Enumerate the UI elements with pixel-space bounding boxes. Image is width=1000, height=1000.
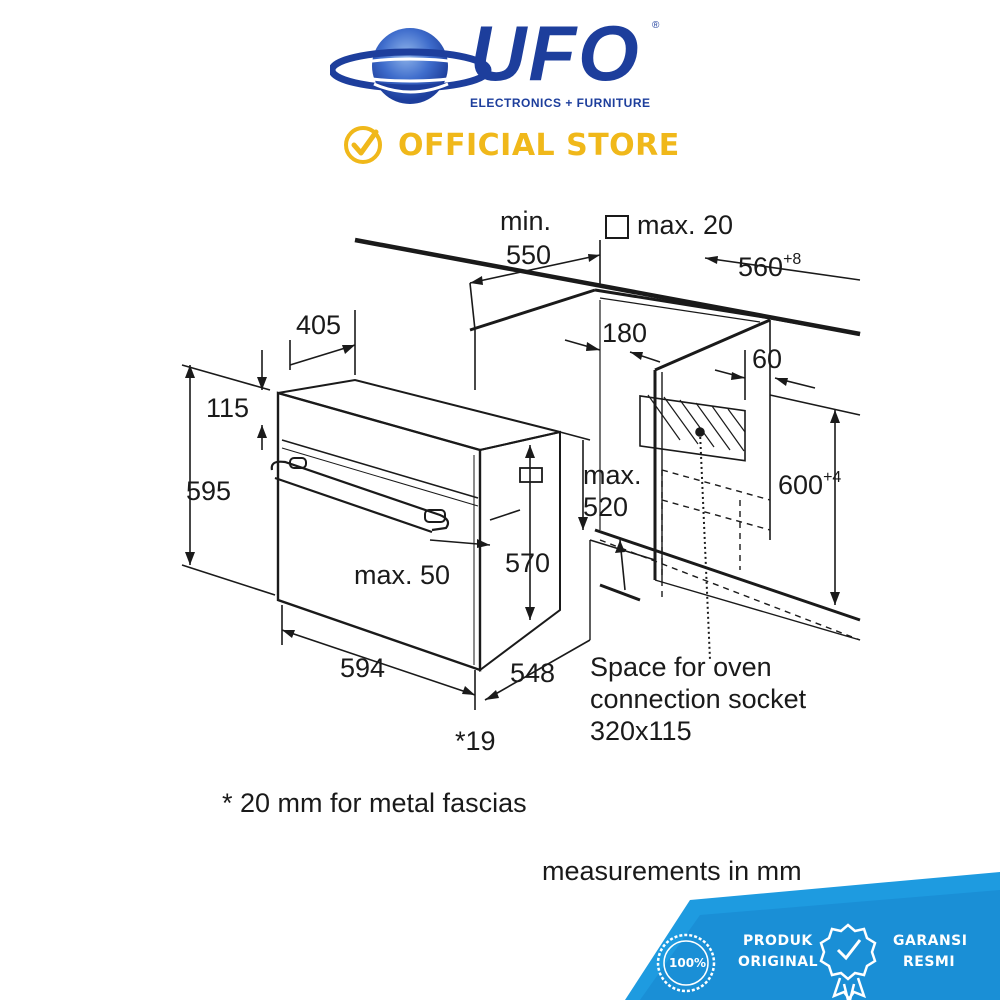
- produk-original-line2: ORIGINAL: [738, 954, 819, 970]
- units-note: measurements in mm: [542, 856, 802, 886]
- label-115: 115: [206, 393, 250, 423]
- label-520: 520: [583, 492, 629, 522]
- label-180: 180: [602, 318, 648, 348]
- check-circle-icon: [344, 126, 382, 164]
- label-max-20: max. 20: [637, 210, 734, 240]
- warranty-ribbon-icon: [819, 923, 877, 1000]
- label-570: 570: [505, 548, 551, 578]
- official-store-label: OFFICIAL STORE: [398, 127, 680, 163]
- label-594: 594: [340, 653, 386, 683]
- label-550: 550: [506, 240, 552, 270]
- footnote: * 20 mm for metal fascias: [222, 788, 527, 818]
- label-19: *19: [455, 726, 496, 756]
- socket-note-line1: Space for oven: [590, 652, 772, 682]
- hundred-percent-icon: [656, 933, 716, 993]
- produk-original-line1: PRODUK: [743, 933, 813, 949]
- label-max: max.: [583, 460, 642, 490]
- brand-name: UFO: [470, 9, 641, 97]
- socket-note-line2: connection socket: [590, 684, 807, 714]
- registered-mark: ®: [652, 20, 660, 31]
- garansi-resmi-line2: RESMI: [903, 954, 956, 970]
- label-600: 600+4: [778, 469, 842, 500]
- label-60: 60: [752, 344, 783, 374]
- label-405: 405: [296, 310, 342, 340]
- hundred-percent-label: 100%: [669, 956, 707, 970]
- label-595: 595: [186, 476, 232, 506]
- socket-note-line3: 320x115: [590, 716, 692, 746]
- ufo-logo-icon: [330, 28, 492, 104]
- label-560: 560+8: [738, 251, 802, 282]
- label-min: min.: [500, 206, 552, 236]
- official-store-badge: OFFICIAL STORE: [342, 124, 680, 166]
- brand-tagline: ELECTRONICS + FURNITURE: [470, 96, 651, 110]
- label-548: 548: [510, 658, 556, 688]
- garansi-resmi-line1: GARANSI: [893, 933, 968, 949]
- label-max-50: max. 50: [354, 560, 451, 590]
